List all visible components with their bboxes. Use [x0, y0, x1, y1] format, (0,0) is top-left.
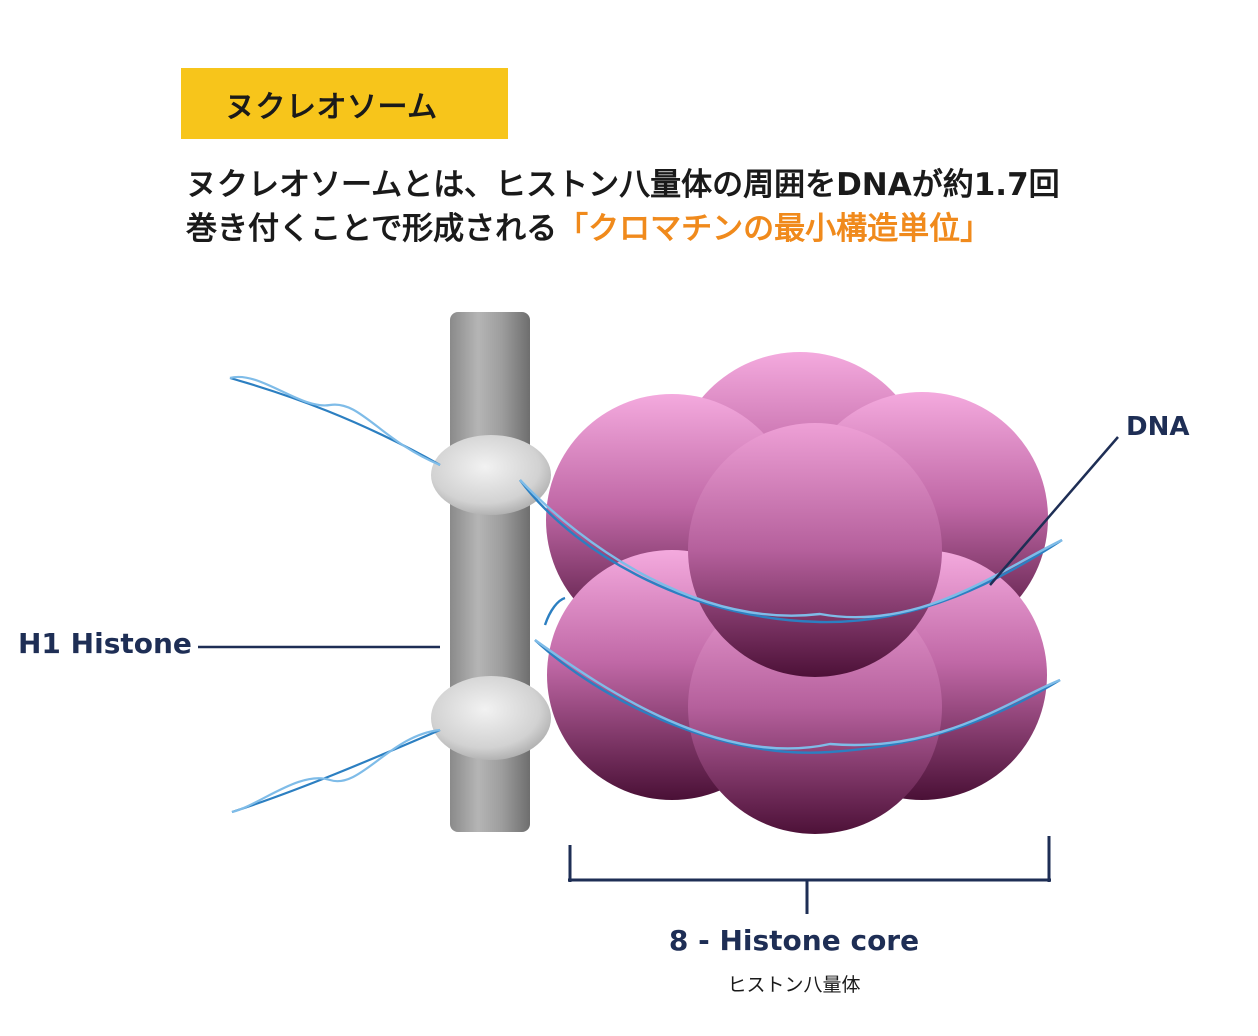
- histone-octamer: [546, 352, 1048, 834]
- h1-histone-label: H1 Histone: [18, 627, 192, 660]
- linker-dna: [229, 375, 441, 814]
- description-line-2: 巻き付くことで形成される「クロマチンの最小構造単位」: [186, 207, 1186, 251]
- h1-histone-pole: [431, 312, 551, 832]
- histone-core-label: 8 - Histone core: [668, 924, 920, 957]
- dna-label: DNA: [1126, 412, 1190, 442]
- dna-leader-line: [989, 436, 1119, 586]
- description-line-2-text: 巻き付くことで形成される: [186, 211, 558, 247]
- page-title: ヌクレオソーム: [225, 89, 438, 125]
- description: ヌクレオソームとは、ヒストン八量体の周囲をDNAが約1.7回 巻き付くことで形成…: [186, 163, 1186, 251]
- core-bracket: [568, 836, 1051, 914]
- description-line-1: ヌクレオソームとは、ヒストン八量体の周囲をDNAが約1.7回: [186, 167, 1060, 203]
- histone-core-sublabel: ヒストン八量体: [727, 974, 861, 996]
- title-badge: ヌクレオソーム: [181, 68, 508, 139]
- description-highlight: 「クロマチンの最小構造単位」: [557, 211, 992, 247]
